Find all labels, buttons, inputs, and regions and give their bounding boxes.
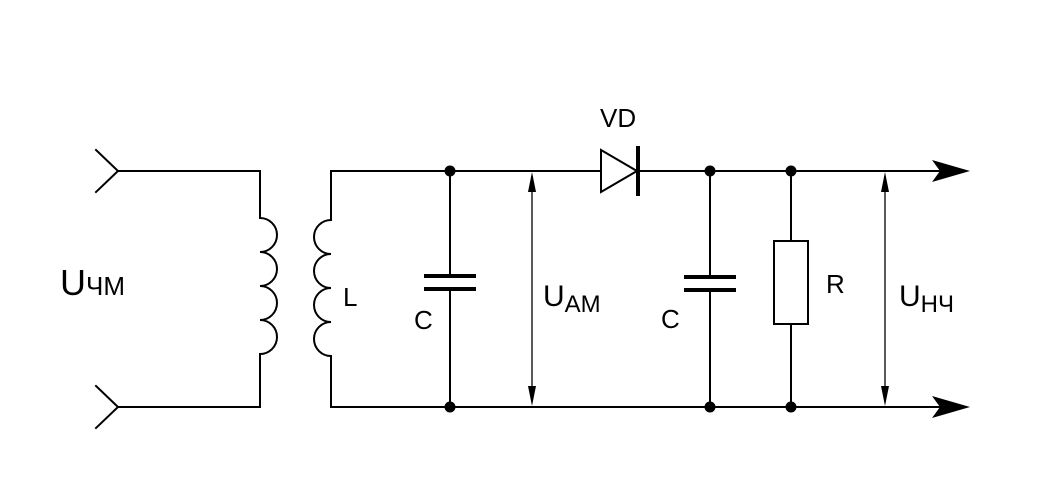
am-voltage-label: UAM xyxy=(543,280,601,318)
diode-label: VD xyxy=(600,103,636,133)
capacitor-2-label: C xyxy=(661,304,680,334)
resistor-label: R xyxy=(826,269,845,299)
inductor-label: L xyxy=(343,282,357,312)
capacitor-c1 xyxy=(424,170,476,408)
primary-winding xyxy=(258,170,278,408)
junction-dot xyxy=(704,165,716,177)
junction-dot xyxy=(785,165,797,177)
input-terminal-top xyxy=(94,148,261,194)
inductor-l xyxy=(313,170,333,408)
lf-voltage-arrow xyxy=(881,172,889,406)
input-terminal-bottom xyxy=(94,384,261,430)
junction-dot xyxy=(444,401,456,413)
junction-dot xyxy=(444,165,456,177)
junction-dot xyxy=(704,401,716,413)
capacitor-c2 xyxy=(684,170,736,408)
am-voltage-arrow xyxy=(528,172,536,406)
output-arrow-top xyxy=(932,160,970,182)
input-voltage-label: UЧМ xyxy=(60,262,125,303)
resistor-r xyxy=(773,170,809,408)
junction-dot xyxy=(785,401,797,413)
output-voltage-label: UНЧ xyxy=(899,280,954,318)
diode-vd xyxy=(600,146,640,196)
capacitor-1-label: C xyxy=(414,305,433,335)
output-arrow-bottom xyxy=(932,396,970,418)
